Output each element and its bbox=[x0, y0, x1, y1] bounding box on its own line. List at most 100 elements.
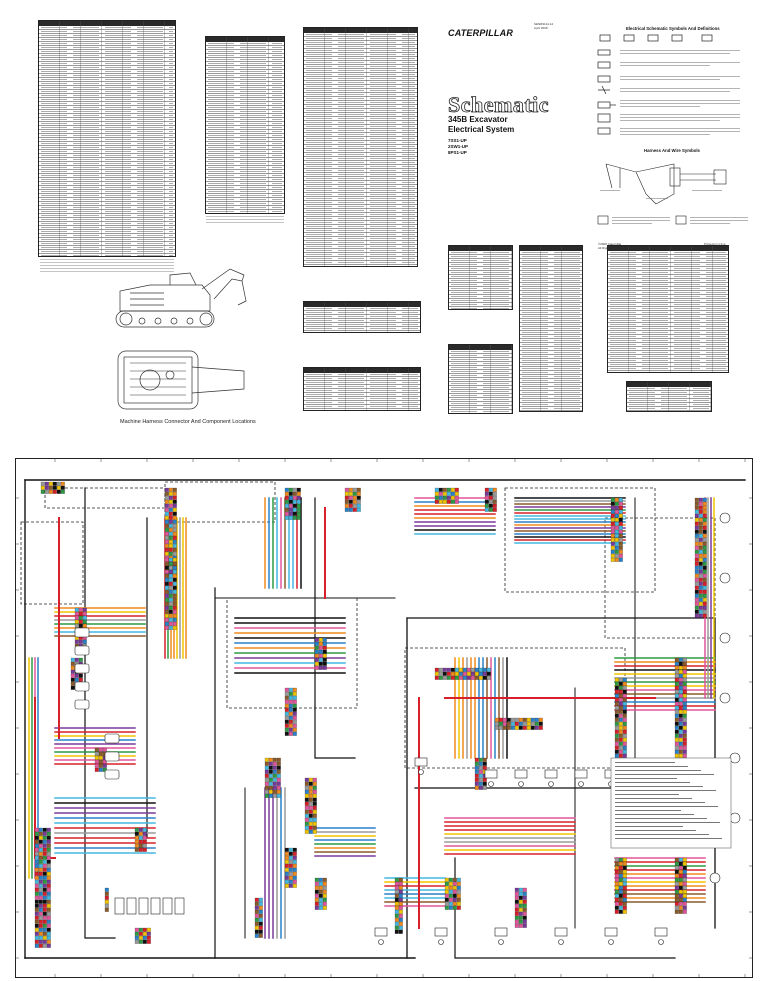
connector-pin bbox=[488, 503, 493, 508]
connector bbox=[694, 497, 707, 618]
connector-pin bbox=[258, 913, 263, 918]
connector-pin bbox=[470, 671, 475, 676]
connector-pin bbox=[694, 585, 699, 590]
connector-pin bbox=[172, 523, 177, 528]
connector-pin bbox=[618, 717, 623, 722]
connector-pin bbox=[322, 905, 327, 910]
connector-pin bbox=[344, 495, 349, 500]
connector-pin bbox=[164, 491, 169, 496]
connector-pin bbox=[478, 777, 483, 782]
connector bbox=[134, 927, 151, 944]
connector-pin bbox=[46, 847, 51, 852]
connector-pin bbox=[462, 667, 467, 672]
connector-pin bbox=[284, 847, 289, 852]
connector-pin bbox=[618, 741, 623, 746]
note-text-line bbox=[615, 774, 714, 775]
connector-pin bbox=[138, 843, 143, 848]
connector-pin bbox=[284, 871, 289, 876]
connector-pin bbox=[698, 509, 703, 514]
connector-pin bbox=[98, 755, 103, 760]
connector-pin bbox=[264, 761, 269, 766]
connector-pin bbox=[456, 901, 461, 906]
connector-pin bbox=[168, 561, 173, 566]
connector-pin bbox=[168, 503, 173, 508]
connector-pin bbox=[138, 831, 143, 836]
connector-pin bbox=[38, 935, 43, 940]
connector-pin bbox=[284, 695, 289, 700]
connector-pin bbox=[164, 605, 169, 610]
note-text-line bbox=[615, 786, 703, 787]
connector-pin bbox=[678, 881, 683, 886]
connector-pin bbox=[394, 925, 399, 930]
connector-pin bbox=[322, 881, 327, 886]
connector-pin bbox=[702, 557, 707, 562]
connector-pin bbox=[164, 625, 169, 630]
connector-pin bbox=[292, 879, 297, 884]
connector-pin bbox=[438, 491, 443, 496]
connector-pin bbox=[292, 883, 297, 888]
connector-pin bbox=[98, 763, 103, 768]
connector-pin bbox=[678, 701, 683, 706]
connector-pin bbox=[288, 719, 293, 724]
connector-pin bbox=[142, 831, 147, 836]
connector-pin bbox=[622, 909, 627, 914]
connector-pin bbox=[674, 717, 679, 722]
connector-pin bbox=[492, 487, 497, 492]
connector-pin bbox=[292, 875, 297, 880]
harness-table bbox=[303, 367, 421, 411]
connector-pin bbox=[678, 745, 683, 750]
connector-pin bbox=[284, 699, 289, 704]
connector-pin bbox=[530, 725, 535, 730]
connector-pin bbox=[288, 723, 293, 728]
connector-pin bbox=[42, 935, 47, 940]
connector-pin bbox=[694, 577, 699, 582]
connector-pin bbox=[48, 489, 53, 494]
connector-pin bbox=[304, 825, 309, 830]
connector-pin bbox=[344, 503, 349, 508]
connector-pin bbox=[314, 661, 319, 666]
dashed-group-box bbox=[604, 517, 716, 639]
connector-pin bbox=[42, 915, 47, 920]
connector-pin bbox=[172, 487, 177, 492]
connector-pin bbox=[42, 895, 47, 900]
connector-pin bbox=[610, 517, 615, 522]
connector-pin bbox=[146, 927, 151, 932]
connector-pin bbox=[510, 721, 515, 726]
connector-pin bbox=[698, 593, 703, 598]
connector-pin bbox=[38, 871, 43, 876]
connector-pin bbox=[94, 767, 99, 772]
connector-pin bbox=[448, 889, 453, 894]
connector-pin bbox=[168, 613, 173, 618]
connector-pin bbox=[618, 685, 623, 690]
connector-pin bbox=[348, 507, 353, 512]
connector-pin bbox=[618, 881, 623, 886]
connector-pin bbox=[42, 903, 47, 908]
connector-pin bbox=[478, 781, 483, 786]
connector-pin bbox=[674, 673, 679, 678]
connector-pin bbox=[694, 605, 699, 610]
connector-pin bbox=[254, 921, 259, 926]
connector-pin bbox=[46, 915, 51, 920]
connector-pin bbox=[694, 565, 699, 570]
connector-pin bbox=[142, 843, 147, 848]
connector-pin bbox=[622, 677, 627, 682]
connector-pin bbox=[168, 499, 173, 504]
connector-pin bbox=[312, 829, 317, 834]
connector-pin bbox=[444, 901, 449, 906]
connector-pin bbox=[694, 497, 699, 502]
connector bbox=[314, 877, 327, 910]
connector-pin bbox=[42, 907, 47, 912]
connector-pin bbox=[164, 507, 169, 512]
relay bbox=[104, 769, 120, 780]
connector-pin bbox=[678, 665, 683, 670]
connector-pin bbox=[622, 689, 627, 694]
lamp bbox=[729, 752, 741, 764]
connector-pin bbox=[622, 873, 627, 878]
solenoid bbox=[434, 927, 448, 937]
connector-pin bbox=[168, 585, 173, 590]
connector-pin bbox=[94, 755, 99, 760]
connector-pin bbox=[164, 569, 169, 574]
connector-pin bbox=[38, 895, 43, 900]
connector-pin bbox=[478, 785, 483, 790]
connector-pin bbox=[434, 675, 439, 680]
